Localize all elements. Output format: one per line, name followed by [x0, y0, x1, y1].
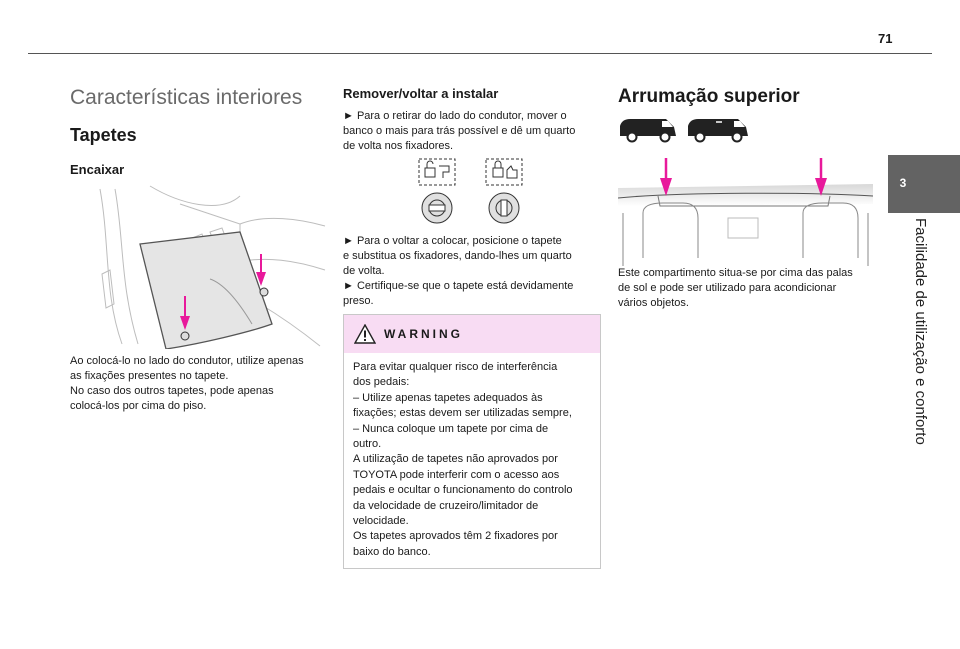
- overhead-storage-illustration: [618, 158, 873, 266]
- warning-line: – Nunca coloque um tapete por cima de: [353, 422, 549, 435]
- heading-arrumacao: Arrumação superior: [618, 86, 800, 107]
- header-rule: [28, 53, 932, 54]
- text-line: preso.: [343, 295, 374, 307]
- van-short-icon: [620, 119, 676, 143]
- text-line: as fixações presentes no tapete.: [70, 370, 229, 382]
- page-number: 71: [878, 31, 893, 46]
- text-line: de sol e pode ser utilizado para acondic…: [618, 282, 837, 294]
- text-line: e substitua os fixadores, dando-lhes um …: [343, 250, 572, 262]
- van-icons: [620, 119, 748, 143]
- text-line: ► Certifique-se que o tapete está devida…: [343, 280, 574, 292]
- chapter-tab-number: 3: [899, 176, 907, 190]
- floor-mat-illustration: [99, 185, 326, 349]
- text-line: Ao colocá-lo no lado do condutor, utiliz…: [70, 355, 304, 367]
- warning-line: TOYOTA pode interferir com o acesso aos: [353, 468, 560, 481]
- warning-line: baixo do banco.: [353, 545, 431, 558]
- install-instructions: ► Para o voltar a colocar, posicione o t…: [343, 234, 603, 309]
- remove-instructions: ► Para o retirar do lado do condutor, mo…: [343, 109, 601, 154]
- chapter-tab[interactable]: [888, 155, 960, 213]
- section-title: Características interiores: [70, 86, 303, 109]
- warning-line: Os tapetes aprovados têm 2 fixadores por: [353, 530, 558, 543]
- warning-body: Para evitar qualquer risco de interferên…: [344, 353, 600, 568]
- warning-title: WARNING: [384, 327, 463, 341]
- text-line: No caso dos outros tapetes, pode apenas: [70, 385, 274, 397]
- text-line: Este compartimento situa-se por cima das…: [618, 267, 853, 279]
- text-line: de volta nos fixadores.: [343, 140, 454, 152]
- warning-line: – Utilize apenas tapetes adequados às: [353, 391, 543, 404]
- warning-box: WARNING Para evitar qualquer risco de in…: [343, 314, 601, 570]
- warning-line: dos pedais:: [353, 376, 410, 389]
- right-column: Arrumação superior: [618, 86, 873, 309]
- text-line: colocá-los por cima do piso.: [70, 400, 207, 412]
- warning-line: pedais e ocultar o funcionamento do cont…: [353, 484, 573, 497]
- storage-description: Este compartimento situa-se por cima das…: [618, 266, 878, 311]
- warning-line: Para evitar qualquer risco de interferên…: [353, 361, 558, 373]
- warning-line: velocidade.: [353, 515, 409, 528]
- text-line: de volta.: [343, 265, 385, 277]
- text-line: banco o mais para trás possível e dê um …: [343, 125, 576, 137]
- van-long-icon: [688, 119, 748, 143]
- warning-line: outro.: [353, 438, 382, 451]
- warning-header: WARNING: [344, 315, 600, 353]
- subheading-encaixar: Encaixar: [70, 162, 125, 177]
- fastener-illustration: [418, 158, 523, 224]
- warning-line: fixações; estas devem ser utilizadas sem…: [353, 407, 572, 420]
- chapter-title: Facilidade de utilização e conforto: [912, 218, 929, 445]
- middle-column: Remover/voltar a instalar ► Para o retir…: [343, 86, 601, 570]
- heading-tapetes: Tapetes: [70, 125, 137, 145]
- warning-triangle-icon: [354, 324, 376, 344]
- left-paragraph: Ao colocá-lo no lado do condutor, utiliz…: [70, 354, 330, 414]
- warning-line: A utilização de tapetes não aprovados po…: [353, 453, 558, 466]
- left-column: Características interiores Tapetes Encai…: [70, 86, 326, 412]
- text-line: vários objetos.: [618, 297, 689, 309]
- text-line: ► Para o voltar a colocar, posicione o t…: [343, 235, 562, 247]
- text-line: ► Para o retirar do lado do condutor, mo…: [343, 110, 567, 122]
- warning-line: da velocidade de cruzeiro/limitador de: [353, 499, 539, 512]
- heading-remover: Remover/voltar a instalar: [343, 86, 499, 101]
